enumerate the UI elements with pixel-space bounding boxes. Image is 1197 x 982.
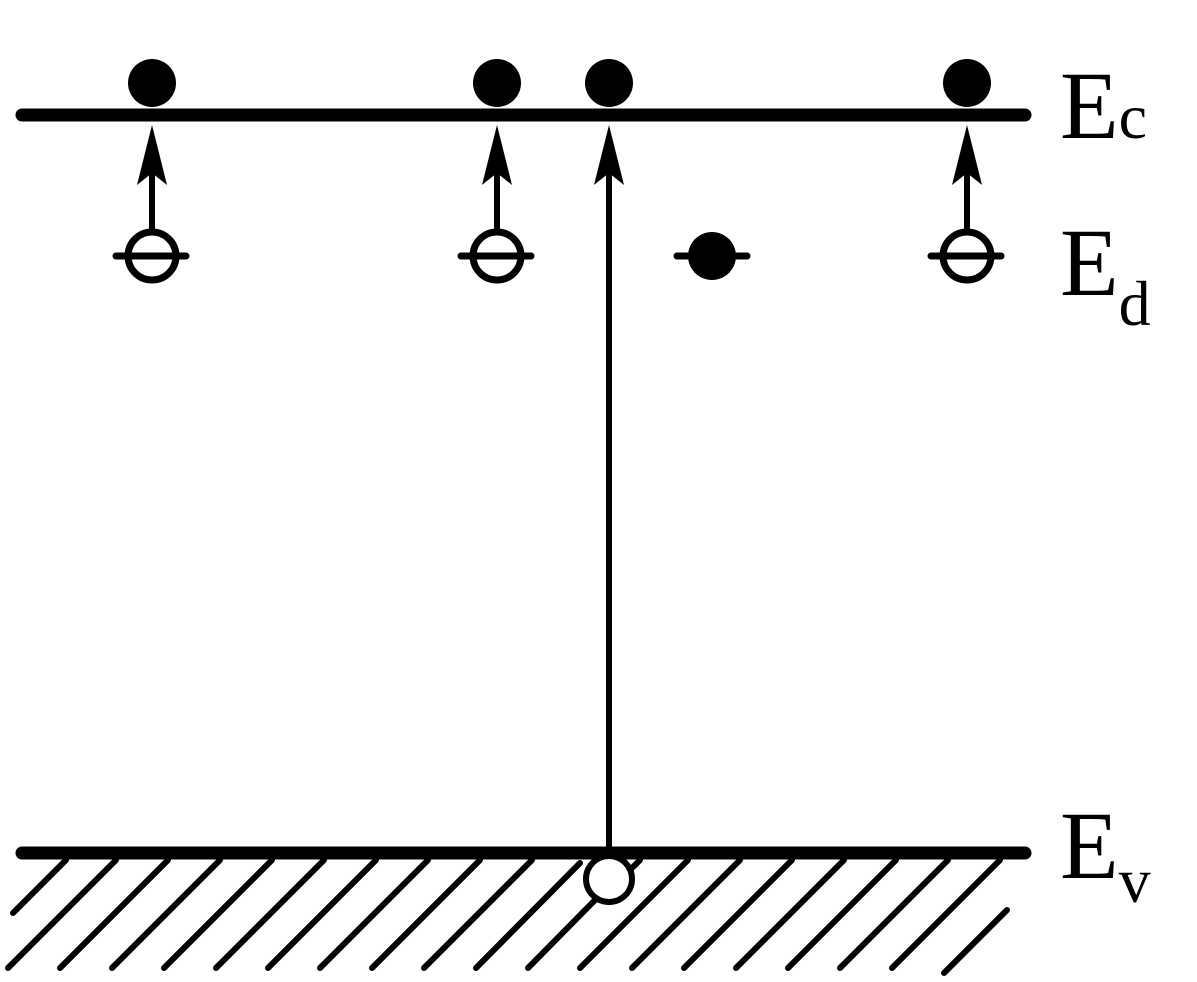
conduction-band-label: Ec bbox=[1060, 52, 1147, 159]
donor-excitation-arrow bbox=[137, 125, 167, 230]
conduction-electron bbox=[943, 59, 991, 107]
donor-level-label: Ed bbox=[1060, 209, 1151, 339]
conduction-electron bbox=[473, 59, 521, 107]
valence-band-hatching bbox=[5, 857, 1010, 976]
ionized-donor bbox=[457, 228, 535, 284]
donor-excitation-arrow bbox=[952, 125, 982, 230]
valence-band-label: Ev bbox=[1060, 792, 1151, 916]
conduction-electron bbox=[585, 59, 633, 107]
donor-excitation-arrows bbox=[137, 125, 982, 230]
band-to-band-excitation-arrow bbox=[594, 125, 624, 847]
conduction-electrons bbox=[128, 59, 991, 107]
ionized-donor bbox=[927, 228, 1005, 284]
ionized-donor bbox=[112, 228, 190, 284]
neutral-donor bbox=[673, 232, 751, 280]
conduction-electron bbox=[128, 59, 176, 107]
ionized-donors bbox=[112, 228, 1005, 284]
donor-excitation-arrow bbox=[482, 125, 512, 230]
valence-hole bbox=[583, 853, 635, 905]
